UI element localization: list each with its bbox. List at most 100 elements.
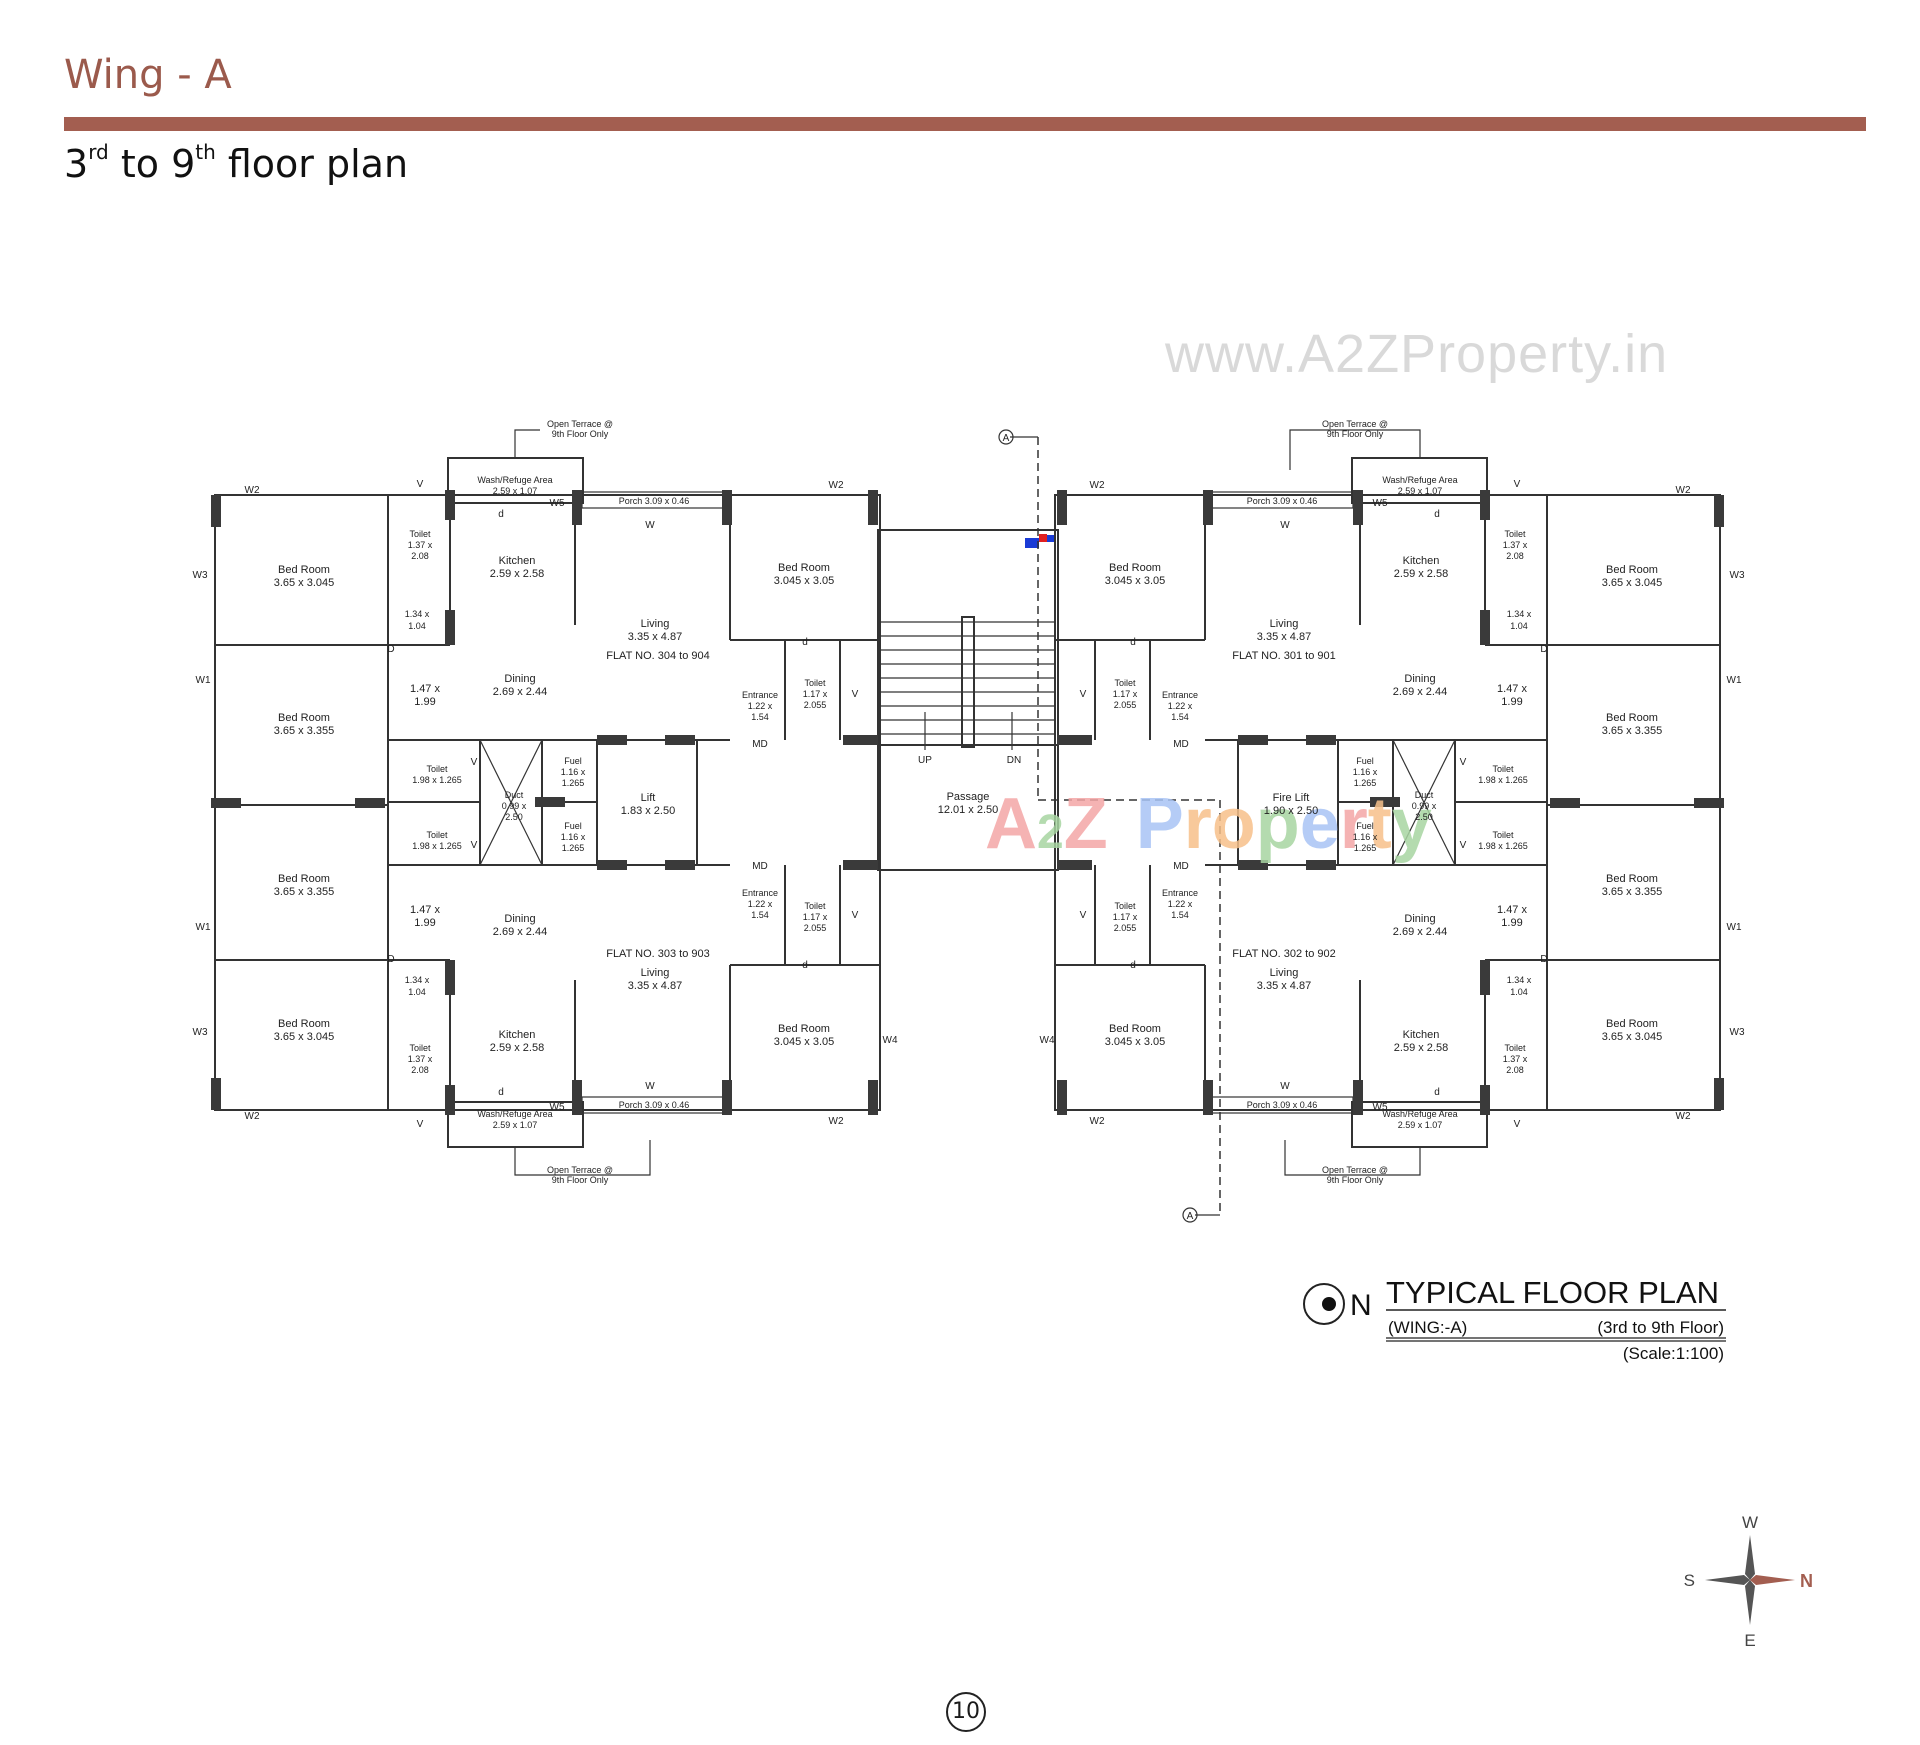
svg-text:3.65 x 3.355: 3.65 x 3.355: [274, 725, 335, 737]
toilet-label: Toilet: [1492, 764, 1514, 774]
dining-label: Dining: [504, 673, 535, 685]
compass-icon: W E S N: [1684, 1513, 1813, 1650]
svg-text:1.16 x: 1.16 x: [1353, 832, 1378, 842]
svg-text:2.59 x 2.58: 2.59 x 2.58: [490, 568, 544, 580]
porch-label: Porch 3.09 x 0.46: [619, 496, 690, 506]
title-block-title: TYPICAL FLOOR PLAN: [1386, 1275, 1719, 1310]
duct-right: [1392, 739, 1456, 866]
watermark-logo-letter: y: [1392, 784, 1432, 864]
svg-text:W: W: [645, 520, 655, 531]
svg-text:3.045 x 3.05: 3.045 x 3.05: [774, 1036, 835, 1048]
flat-number-label: FLAT NO. 302 to 902: [1232, 948, 1336, 960]
toilet-label: Toilet: [409, 1043, 431, 1053]
flat-top-right-labels: Wash/Refuge Area 2.59 x 1.07 Porch 3.09 …: [1105, 475, 1663, 737]
svg-text:d: d: [498, 509, 504, 520]
svg-text:3.35 x 4.87: 3.35 x 4.87: [628, 980, 682, 992]
dining-label: Dining: [1404, 673, 1435, 685]
title-block-scale: (Scale:1:100): [1623, 1344, 1724, 1363]
svg-text:W1: W1: [196, 675, 211, 686]
svg-text:V: V: [1080, 689, 1087, 700]
columns: [211, 490, 1724, 1115]
svg-text:2.59 x 1.07: 2.59 x 1.07: [493, 486, 538, 496]
svg-text:1.54: 1.54: [1171, 910, 1189, 920]
flat-number-label: FLAT NO. 301 to 901: [1232, 650, 1336, 662]
floor-plan-title: 3rd to 9th floor plan: [64, 140, 409, 186]
watermark-logo-letter: t: [1368, 784, 1392, 864]
watermark-logo-letter: p: [1256, 784, 1300, 864]
dining-label: Dining: [504, 913, 535, 925]
svg-text:1.99: 1.99: [414, 917, 435, 929]
svg-text:W2: W2: [245, 1111, 260, 1122]
terrace-note-bl-2: 9th Floor Only: [552, 1175, 609, 1185]
section-marker-bottom: [1182, 1207, 1198, 1223]
svg-text:d: d: [1434, 1087, 1440, 1098]
svg-text:W1: W1: [1727, 922, 1742, 933]
bedroom-label: Bed Room: [278, 1018, 330, 1030]
svg-text:3.65 x 3.045: 3.65 x 3.045: [1602, 577, 1663, 589]
svg-text:W: W: [1280, 520, 1290, 531]
svg-text:V: V: [1514, 1119, 1521, 1130]
svg-text:1.99: 1.99: [1501, 696, 1522, 708]
svg-text:D: D: [387, 954, 394, 965]
svg-text:2.59 x 1.07: 2.59 x 1.07: [493, 1120, 538, 1130]
north-letter: N: [1350, 1289, 1372, 1322]
svg-text:MD: MD: [752, 739, 768, 750]
duct-label: Duct: [505, 790, 524, 800]
watermark-logo-letter: P: [1136, 784, 1184, 864]
porch-label: Porch 3.09 x 0.46: [619, 1100, 690, 1110]
svg-text:W2: W2: [829, 480, 844, 491]
fuel-label: Fuel: [564, 756, 582, 766]
porch-label: Porch 3.09 x 0.46: [1247, 496, 1318, 506]
toilet-label: Toilet: [1114, 678, 1136, 688]
section-marker-top: [998, 429, 1014, 445]
watermark-logo-letter: r: [1184, 784, 1212, 864]
svg-text:W2: W2: [1090, 1116, 1105, 1127]
header-rule: [64, 117, 1866, 131]
svg-text:3.35 x 4.87: 3.35 x 4.87: [1257, 980, 1311, 992]
svg-text:1.98 x 1.265: 1.98 x 1.265: [412, 841, 462, 851]
dining-label: Dining: [1404, 913, 1435, 925]
svg-text:2.055: 2.055: [804, 700, 827, 710]
svg-text:3.65 x 3.355: 3.65 x 3.355: [274, 886, 335, 898]
flat-number-label: FLAT NO. 304 to 904: [606, 650, 710, 662]
svg-text:3.35 x 4.87: 3.35 x 4.87: [1257, 631, 1311, 643]
svg-text:3.65 x 3.355: 3.65 x 3.355: [1602, 725, 1663, 737]
lift-label: Lift: [641, 792, 656, 804]
svg-text:W5: W5: [550, 1102, 565, 1113]
svg-text:1.54: 1.54: [751, 712, 769, 722]
title-block-floors: (3rd to 9th Floor): [1597, 1318, 1724, 1337]
svg-text:W5: W5: [1373, 498, 1388, 509]
svg-text:2.59 x 2.58: 2.59 x 2.58: [1394, 1042, 1448, 1054]
svg-text:1.17 x: 1.17 x: [1113, 689, 1138, 699]
svg-text:1.265: 1.265: [562, 778, 585, 788]
svg-text:1.265: 1.265: [1354, 843, 1377, 853]
svg-text:W2: W2: [245, 485, 260, 496]
svg-text:1.04: 1.04: [1510, 621, 1528, 631]
svg-text:W3: W3: [193, 570, 208, 581]
svg-text:2.08: 2.08: [1506, 551, 1524, 561]
bedroom-label: Bed Room: [778, 1023, 830, 1035]
svg-text:W5: W5: [1373, 1102, 1388, 1113]
svg-text:1.17 x: 1.17 x: [1113, 912, 1138, 922]
svg-text:1.37 x: 1.37 x: [1503, 1054, 1528, 1064]
page-number: 10: [946, 1692, 986, 1732]
svg-text:1.90 x 2.50: 1.90 x 2.50: [1264, 805, 1318, 817]
svg-text:d: d: [1130, 960, 1136, 971]
svg-text:3.045 x 3.05: 3.045 x 3.05: [1105, 1036, 1166, 1048]
svg-text:2.59 x 1.07: 2.59 x 1.07: [1398, 1120, 1443, 1130]
svg-text:1.98 x 1.265: 1.98 x 1.265: [1478, 841, 1528, 851]
svg-text:3.045 x 3.05: 3.045 x 3.05: [774, 575, 835, 587]
svg-text:1.17 x: 1.17 x: [803, 912, 828, 922]
wash-label: Wash/Refuge Area: [1382, 475, 1457, 485]
svg-text:V: V: [417, 1119, 424, 1130]
svg-text:1.37 x: 1.37 x: [1503, 540, 1528, 550]
staircase: [880, 534, 1055, 750]
svg-text:D: D: [387, 644, 394, 655]
svg-text:d: d: [1434, 509, 1440, 520]
entrance-label: Entrance: [1162, 690, 1198, 700]
svg-text:3.65 x 3.355: 3.65 x 3.355: [1602, 886, 1663, 898]
svg-text:W1: W1: [1727, 675, 1742, 686]
svg-text:1.34 x: 1.34 x: [1507, 975, 1532, 985]
bedroom-label: Bed Room: [1109, 1023, 1161, 1035]
watermark-logo-letter: Z: [1064, 784, 1108, 864]
